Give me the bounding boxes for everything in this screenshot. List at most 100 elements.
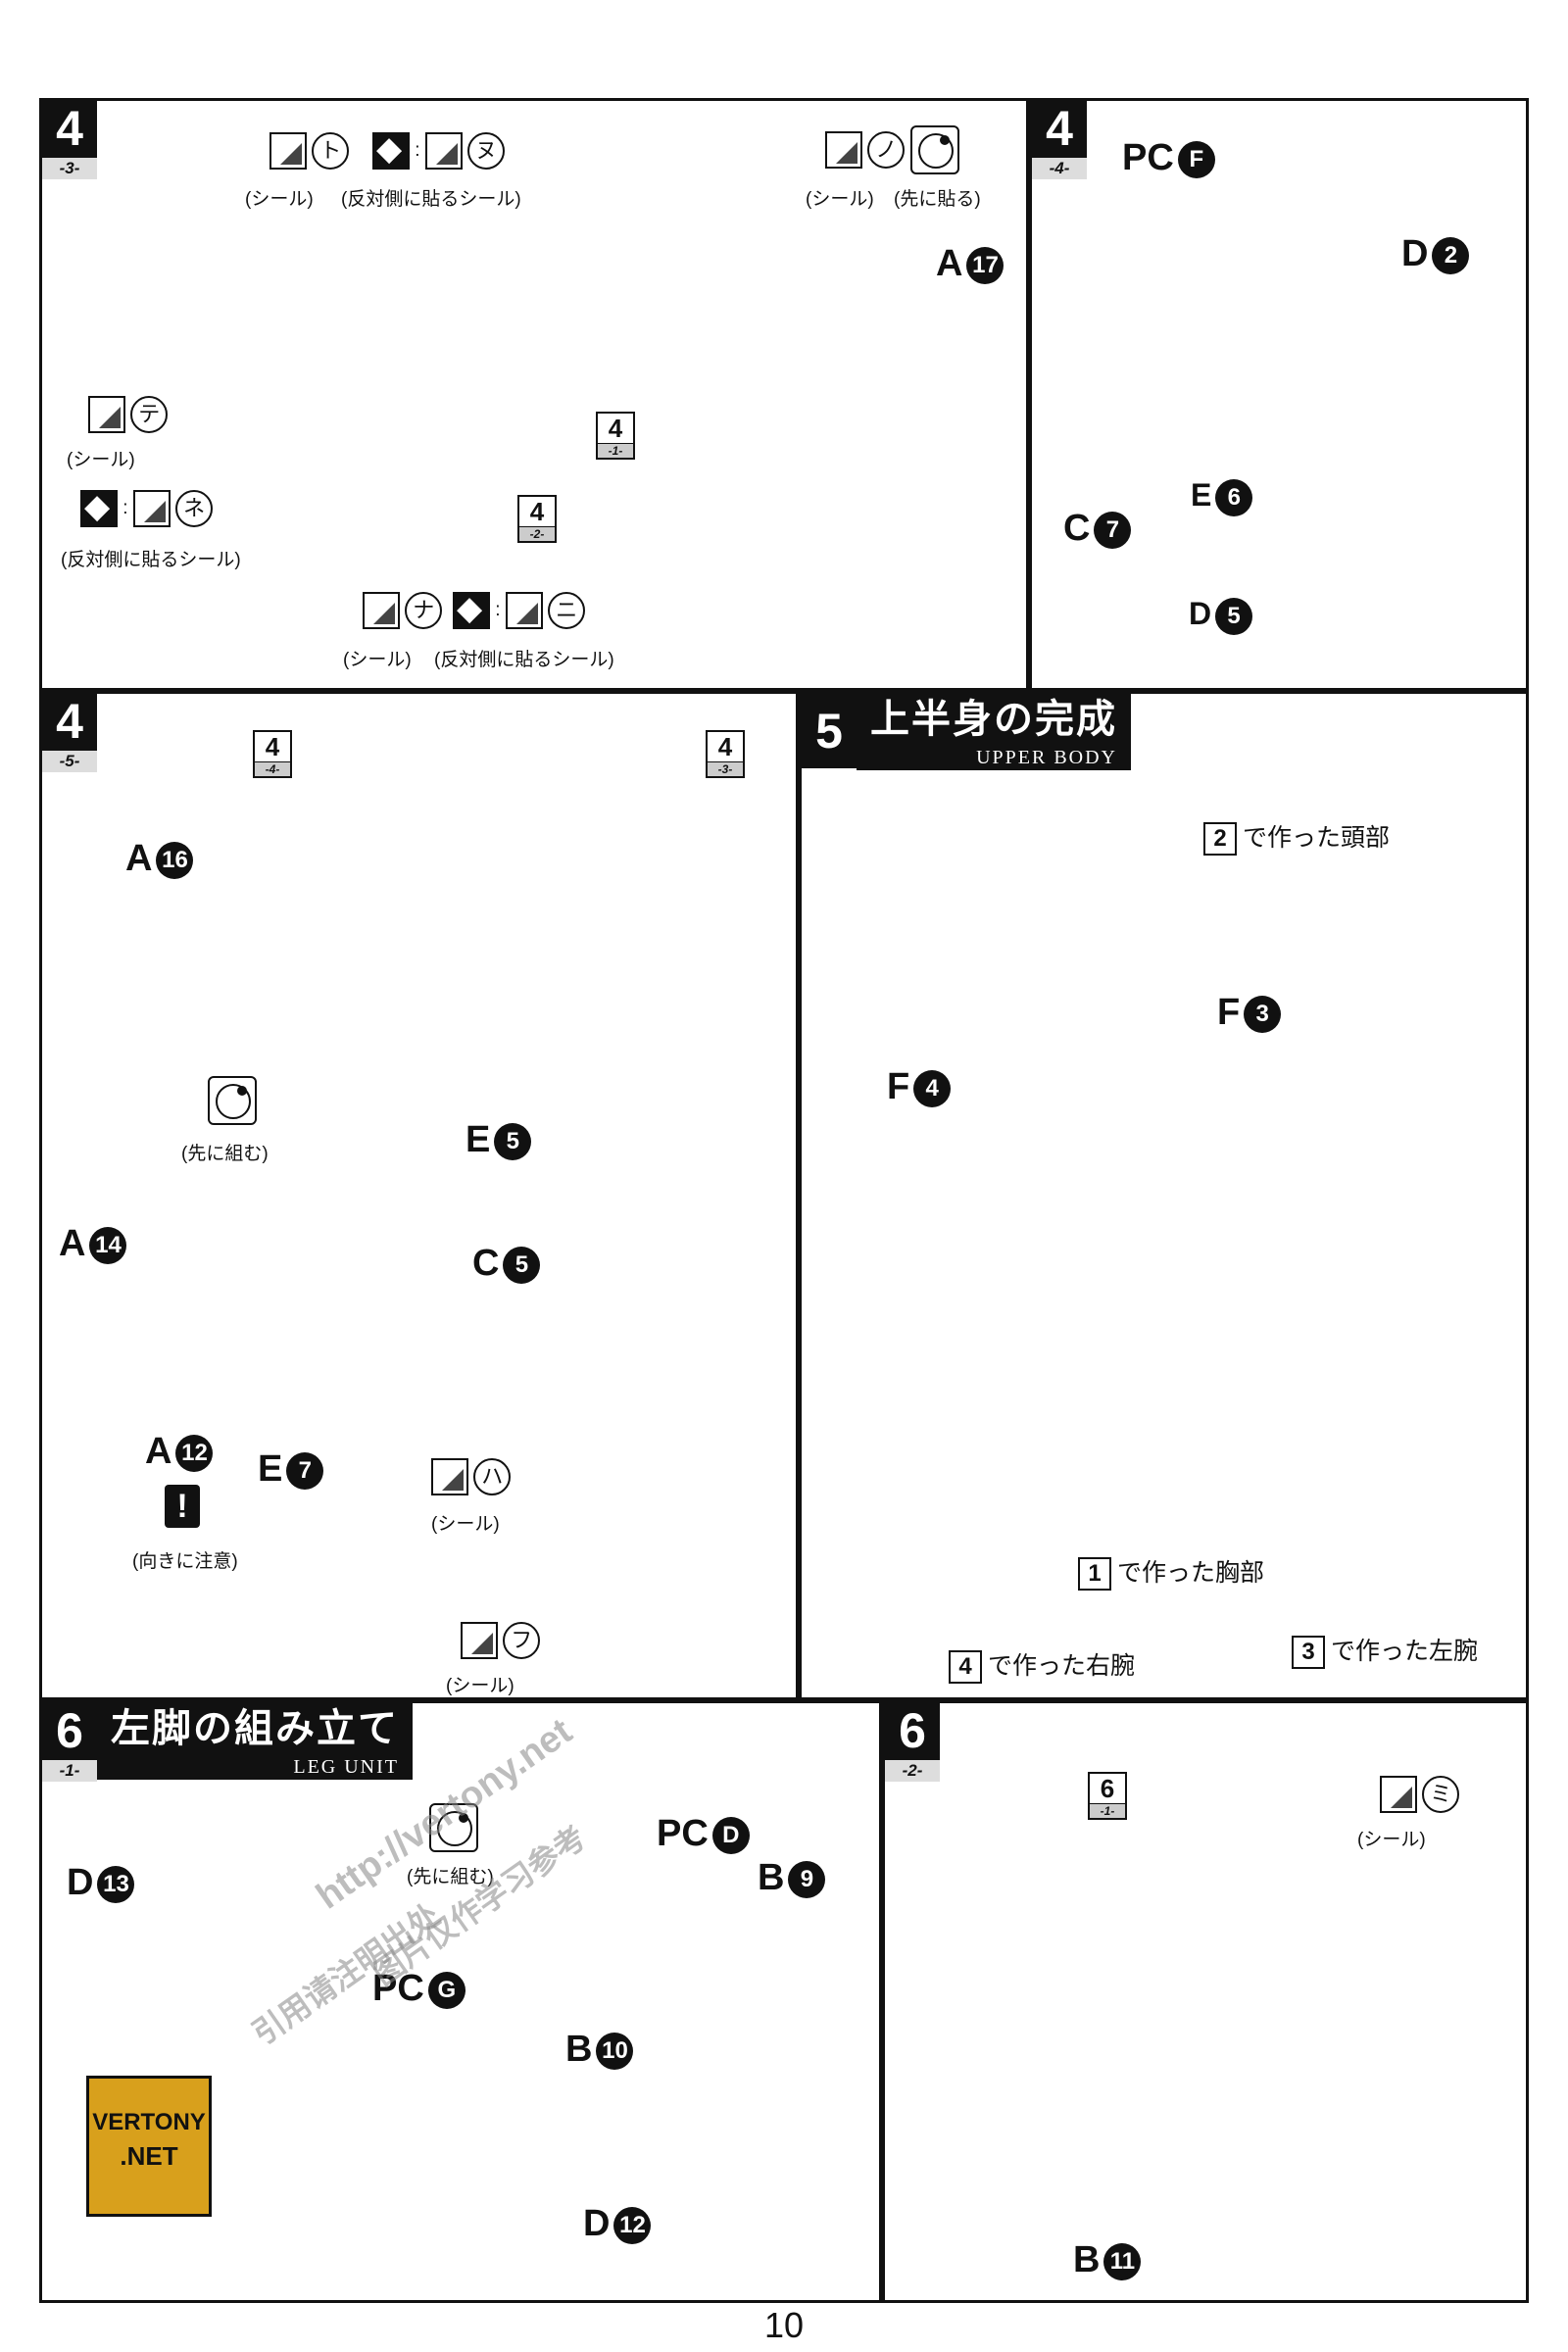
part-number: 10 [596, 2032, 634, 2070]
sticker-te-label: テ [88, 396, 169, 433]
ref-sub: -2- [519, 526, 555, 541]
assemble-first-icon-label-b [429, 1803, 478, 1852]
sticker-icon [461, 1622, 498, 1659]
step-number-badge: 4 -4- [1032, 101, 1087, 179]
seal-note: (シール) [446, 1676, 514, 1696]
part-runner: F [1217, 992, 1241, 1033]
apply-first-icon [909, 125, 959, 174]
part-runner: D [583, 2203, 611, 2244]
made-ref-number: 3 [1292, 1636, 1325, 1670]
part-number: 5 [503, 1246, 541, 1284]
sticker-id: ハ [473, 1458, 512, 1495]
part-number: 5 [494, 1122, 532, 1160]
part-number: 5 [1215, 597, 1253, 635]
sticker-icon [270, 132, 307, 170]
reverse-sticker-ni-label: : ニ [453, 589, 586, 629]
ref-sub: -3- [708, 761, 743, 776]
part-runner: E [1191, 477, 1212, 513]
sticker-icon [431, 1458, 468, 1495]
part-number: 6 [1215, 478, 1253, 516]
reverse-seal-note: (反対側に貼るシール) [61, 550, 241, 570]
part-runner: B [1073, 2239, 1101, 2280]
warning-icon-label: ! [165, 1485, 200, 1528]
step-title: 上半身の完成 [870, 698, 1117, 741]
step-number-badge: 5 [802, 694, 857, 768]
assemble-first-note: (先に組む) [181, 1144, 269, 1164]
ref-number: 4 [717, 732, 733, 761]
step-4-4-panel: 4 -4- [1029, 98, 1529, 691]
step-sub-number: -1- [42, 1758, 97, 1782]
sticker-ha-label: ハ [431, 1458, 512, 1495]
made-ref-number: 1 [1078, 1557, 1111, 1592]
part-number: 7 [286, 1451, 324, 1490]
ref-number: 4 [608, 414, 623, 443]
part-runner: A [59, 1223, 86, 1264]
seal-note: (シール) [67, 450, 135, 470]
ref-number: 6 [1100, 1774, 1115, 1803]
ref-sub: -4- [255, 761, 290, 776]
reverse-side-icon [453, 589, 490, 629]
sticker-icon [88, 396, 125, 433]
part-runner: PC [1122, 137, 1174, 178]
part-runner: C [1063, 508, 1091, 549]
vertony-logo: VERTONY .NET [86, 2076, 212, 2217]
part-number: 14 [89, 1226, 127, 1264]
step-subtitle: UPPER BODY [976, 747, 1117, 768]
step-number: 5 [815, 704, 843, 759]
part-number: 2 [1432, 236, 1470, 274]
part-number: 16 [156, 841, 194, 879]
part-number: 9 [788, 1860, 826, 1898]
step-number: 6 [56, 1703, 83, 1758]
step-subtitle: LEG UNIT [293, 1756, 399, 1778]
made-ref-text: で作った左腕 [1331, 1638, 1479, 1665]
sticker-id: テ [130, 396, 169, 433]
assemble-first-icon [208, 1076, 257, 1125]
ref-sub: -1- [598, 443, 633, 458]
sticker-id: ナ [405, 592, 443, 629]
sticker-id: ミ [1422, 1776, 1460, 1813]
step-6-2-panel: 6 -2- [882, 1700, 1529, 2303]
sticker-icon [424, 132, 463, 170]
seal-note: (シール) [245, 189, 314, 210]
step-title: 左脚の組み立て [111, 1707, 399, 1750]
step-4-5-panel: 4 -5- [39, 691, 799, 1700]
part-runner: D [1189, 596, 1212, 631]
part-runner: PC [372, 1968, 424, 2009]
logo-line-1: VERTONY [92, 2109, 206, 2135]
sticker-icon [505, 592, 543, 629]
step-number-badge: 6 -2- [885, 1703, 940, 1782]
reverse-sticker-ne-label: : ネ [80, 487, 214, 527]
step-number-badge: 6 -1- [42, 1703, 97, 1782]
sticker-id: ネ [175, 490, 214, 527]
assemble-first-note: (先に組む) [407, 1867, 494, 1887]
colon: : [122, 498, 128, 519]
reference-step-4-1: 4 -1- [596, 412, 635, 460]
step-number-badge: 4 -3- [42, 101, 97, 179]
step-number: 6 [899, 1703, 926, 1758]
mind-direction-note: (向きに注意) [132, 1551, 238, 1572]
assemble-first-icon [429, 1803, 478, 1852]
sticker-icon [1380, 1776, 1417, 1813]
made-ref-number: 4 [949, 1650, 982, 1685]
seal-note: (シール) [431, 1514, 500, 1535]
ref-sub: -1- [1090, 1803, 1125, 1818]
part-runner: C [472, 1243, 500, 1284]
part-runner: A [145, 1431, 172, 1472]
seal-note: (シール) [806, 189, 874, 210]
part-number: 7 [1094, 511, 1132, 549]
warning-icon: ! [165, 1485, 200, 1528]
reference-step-4-2: 4 -2- [517, 495, 557, 543]
part-runner: E [466, 1119, 491, 1160]
